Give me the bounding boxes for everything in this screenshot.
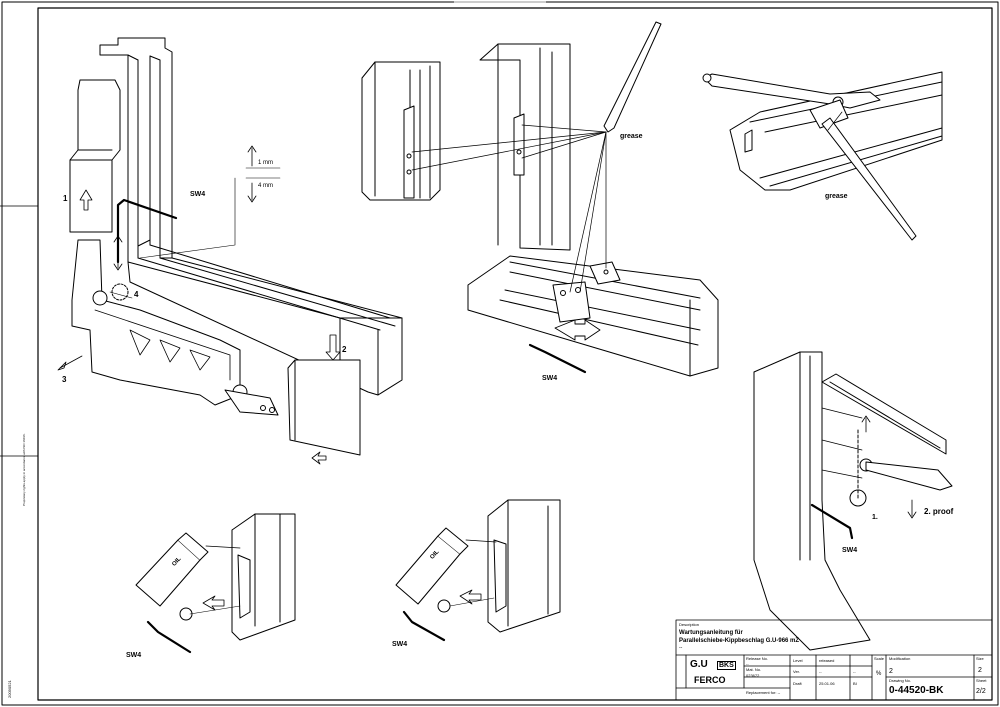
adjust-1mm-label: 1 mm xyxy=(258,160,273,166)
grease-label-right: grease xyxy=(825,193,848,200)
size-label: Size xyxy=(976,656,984,661)
top-left-frame-assembly xyxy=(57,37,403,465)
size-value: 2 xyxy=(978,667,982,674)
bottom-center-oiling xyxy=(395,499,561,642)
mat-no-label: Mat. No. xyxy=(746,667,762,672)
drawing-no-label: Drawing No. xyxy=(889,678,912,683)
ferco-logo: FERCO xyxy=(694,675,726,685)
sheet-label: Sheet xyxy=(976,678,987,683)
gu-logo: G.U xyxy=(690,659,708,670)
replacement-label: Replacement for: -- xyxy=(746,690,781,695)
level-value: released xyxy=(819,658,835,663)
step-2-label: 2 xyxy=(342,345,347,354)
adjust-4mm-label: 4 mm xyxy=(258,183,273,189)
step-1-label: 1 xyxy=(63,194,68,203)
company-logos: G.U BKS FERCO xyxy=(690,660,742,696)
level-label: Level xyxy=(793,658,803,663)
top-right-stay-arm xyxy=(702,71,943,241)
ver-label: Ver. xyxy=(793,669,800,674)
ver-extra: -- xyxy=(853,669,856,674)
drawing-border xyxy=(37,7,993,701)
ver-value: -- xyxy=(819,669,822,674)
document-code: 20090521 xyxy=(7,680,12,698)
modification-value: 2 xyxy=(889,668,893,675)
draft-by: BI xyxy=(853,681,857,686)
step-4-label: 4 xyxy=(134,290,139,299)
draft-date: 25.01.06 xyxy=(819,681,835,686)
bks-logo: BKS xyxy=(717,661,736,670)
release-no-label: Release No. xyxy=(746,656,769,661)
step-3-label: 3 xyxy=(62,375,67,384)
scale-value: % xyxy=(876,671,882,677)
drawing-no-value: 0-44520-BK xyxy=(889,685,944,696)
bottom-right-proof-assembly xyxy=(753,351,953,651)
proprietary-notice: Proprietary rights apply in accordance w… xyxy=(22,433,26,506)
description-label: Description xyxy=(679,622,700,627)
description-line-3: -- xyxy=(679,645,683,651)
description-line-1: Wartungsanleitung für xyxy=(679,630,743,636)
top-center-sash-assembly xyxy=(361,21,719,377)
hex-key-label-bottom-left: SW4 xyxy=(126,652,142,659)
draft-label: Draft xyxy=(793,681,802,686)
hex-key-label-proof: SW4 xyxy=(842,547,858,554)
modification-label: Modification xyxy=(889,656,911,661)
mat-no-value: 023672 xyxy=(746,673,760,678)
hex-key-label-center: SW4 xyxy=(542,375,558,382)
description-line-2: Parallelschiebe-Kippbeschlag G.U-966 mZ xyxy=(679,638,800,644)
title-block xyxy=(675,619,993,701)
scale-label: Scale xyxy=(874,656,885,661)
hex-key-label-bottom-center: SW4 xyxy=(392,641,408,648)
bottom-left-oiling xyxy=(135,513,296,654)
proof-step-1-label: 1. xyxy=(872,514,878,521)
sheet-value: 2/2 xyxy=(976,688,986,695)
grease-label-center: grease xyxy=(620,133,643,140)
hex-key-label-top: SW4 xyxy=(190,191,206,198)
release-no-value: -- xyxy=(746,661,749,666)
proof-step-2-label: 2. proof xyxy=(924,507,954,516)
